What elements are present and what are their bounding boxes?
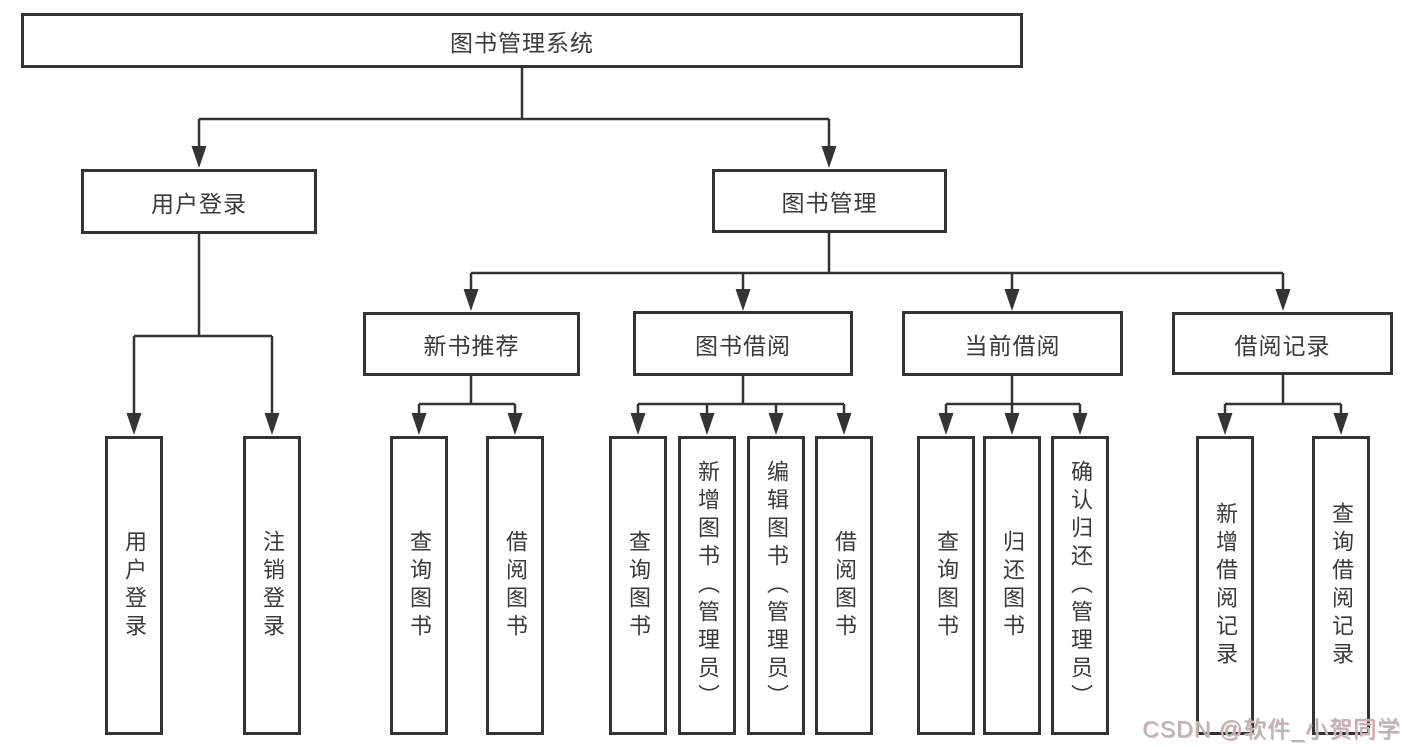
csdn-watermark: CSDN @软件_小贺同学 — [1142, 716, 1401, 742]
node-label: 归还图书 — [1000, 529, 1025, 642]
node-query-books-2: 查询图书 — [609, 436, 667, 735]
arrowhead-icon — [507, 413, 523, 435]
arrowhead-icon — [463, 289, 479, 311]
node-label: 图书管理 — [781, 190, 878, 216]
node-user-login-leaf: 用户登录 — [105, 436, 163, 735]
node-edit-books-admin: 编辑图书（管理员） — [747, 436, 805, 735]
node-query-borrow-record: 查询借阅记录 — [1312, 436, 1370, 735]
arrowhead-icon — [938, 413, 954, 435]
node-book-management: 图书管理 — [712, 169, 947, 233]
node-logout-leaf: 注销登录 — [243, 436, 301, 735]
node-query-books-3: 查询图书 — [917, 436, 975, 735]
arrowheads — [126, 146, 1349, 435]
node-label: 查询图书 — [626, 529, 651, 642]
node-library-system: 图书管理系统 — [21, 13, 1023, 68]
node-label: 借阅图书 — [832, 529, 857, 642]
arrowhead-icon — [1275, 289, 1291, 311]
node-current-borrowing: 当前借阅 — [902, 311, 1123, 376]
node-label: 新增借阅记录 — [1213, 501, 1238, 670]
node-user-login: 用户登录 — [81, 169, 317, 234]
arrowhead-icon — [1217, 413, 1233, 435]
node-label: 图书借阅 — [695, 332, 791, 359]
node-add-borrow-record: 新增借阅记录 — [1196, 436, 1254, 735]
node-label: 新增图书（管理员） — [695, 459, 720, 712]
node-label: 注销登录 — [260, 529, 285, 642]
node-label: 用户登录 — [122, 529, 147, 642]
arrowhead-icon — [411, 413, 427, 435]
arrowhead-icon — [1072, 413, 1088, 435]
arrowhead-icon — [630, 413, 646, 435]
arrowhead-icon — [1004, 289, 1020, 311]
arrowhead-icon — [836, 413, 852, 435]
node-confirm-return-admin: 确认归还（管理员） — [1051, 436, 1109, 735]
node-label: 新书推荐 — [423, 333, 520, 359]
node-return-books: 归还图书 — [983, 436, 1041, 735]
node-label: 查询图书 — [934, 529, 959, 642]
node-label: 查询借阅记录 — [1329, 501, 1354, 670]
node-borrow-books-1: 借阅图书 — [486, 436, 544, 735]
arrowhead-icon — [699, 413, 715, 435]
node-book-borrowing: 图书借阅 — [633, 311, 853, 376]
node-label: 当前借阅 — [964, 332, 1061, 359]
arrowhead-icon — [1333, 413, 1349, 435]
arrowhead-icon — [735, 289, 751, 311]
arrowhead-icon — [1004, 413, 1020, 435]
node-label: 图书管理系统 — [450, 29, 594, 56]
node-label: 编辑图书（管理员） — [764, 459, 789, 712]
connector-lines — [132, 68, 1343, 418]
node-label: 用户登录 — [151, 190, 247, 217]
node-add-books-admin: 新增图书（管理员） — [678, 436, 736, 735]
arrowhead-icon — [821, 146, 837, 168]
node-label: 查询图书 — [407, 529, 432, 642]
arrowhead-icon — [191, 146, 207, 168]
node-query-books-1: 查询图书 — [390, 436, 448, 735]
node-label: 借阅记录 — [1234, 332, 1331, 359]
node-label: 确认归还（管理员） — [1068, 459, 1093, 712]
arrowhead-icon — [126, 413, 142, 435]
node-borrow-books-2: 借阅图书 — [815, 436, 873, 735]
arrowhead-icon — [264, 413, 280, 435]
node-label: 借阅图书 — [503, 529, 528, 642]
node-borrowing-records: 借阅记录 — [1172, 312, 1393, 375]
arrowhead-icon — [768, 413, 784, 435]
node-new-book-recommendation: 新书推荐 — [363, 312, 580, 376]
